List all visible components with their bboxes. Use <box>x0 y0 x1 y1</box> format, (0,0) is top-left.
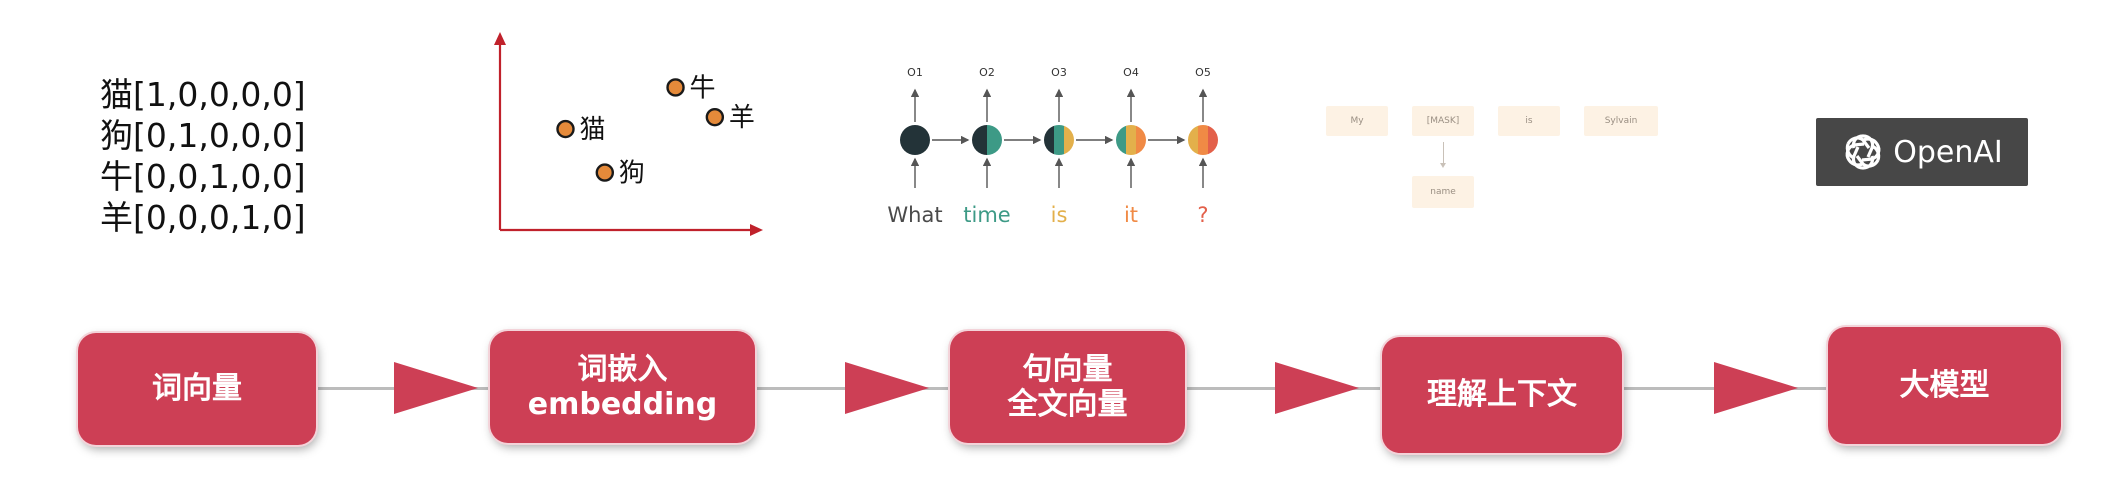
one-hot-vectors: 猫[1,0,0,0,0] 狗[0,1,0,0,0] 牛[0,0,1,0,0] 羊… <box>100 74 306 238</box>
stage-context-understanding: 理解上下文 <box>1382 337 1622 453</box>
flow-arrow-icon <box>1275 362 1359 414</box>
stage-word-embedding: 词嵌入 embedding <box>490 331 755 443</box>
token-chip: is <box>1498 106 1560 136</box>
stage-sentence-vector: 句向量 全文向量 <box>950 331 1185 443</box>
stage-label: 句向量 <box>1022 351 1113 387</box>
rnn-hidden-node <box>1116 125 1146 155</box>
rnn-input-token: it <box>1124 203 1138 227</box>
rnn-hidden-node <box>900 125 930 155</box>
flow-connector <box>1185 387 1275 390</box>
stage-large-model: 大模型 <box>1828 327 2061 444</box>
openai-logo-badge: OpenAI <box>1816 118 2028 186</box>
rnn-output-label: O4 <box>1123 66 1139 79</box>
scatter-point <box>705 107 725 127</box>
prediction-chip: name <box>1412 176 1474 208</box>
scatter-point-label: 猫 <box>580 115 606 145</box>
flow-arrow-icon <box>845 362 929 414</box>
rnn-output-label: O2 <box>979 66 995 79</box>
stage-label: 词向量 <box>152 371 242 407</box>
stage-label: 词嵌入 <box>577 351 668 387</box>
flow-arrow-icon <box>1714 362 1798 414</box>
stage-word-vector: 词向量 <box>78 333 316 445</box>
one-hot-line-dog: 狗[0,1,0,0,0] <box>100 116 306 155</box>
flow-connector <box>318 387 394 390</box>
masked-language-model-panel: My [MASK] is Sylvain name <box>1310 100 1670 220</box>
flow-connector <box>755 387 845 390</box>
rnn-hidden-node <box>1188 125 1218 155</box>
rnn-input-token: is <box>1051 203 1068 227</box>
flow-arrow-icon <box>394 362 478 414</box>
token-chip: My <box>1326 106 1388 136</box>
openai-wordmark: OpenAI <box>1893 134 2003 170</box>
down-arrow-icon <box>1440 142 1446 168</box>
openai-knot-icon <box>1845 134 1881 170</box>
rnn-hidden-node <box>972 125 1002 155</box>
rnn-output-label: O5 <box>1195 66 1211 79</box>
stage-label: 全文向量 <box>1007 387 1128 422</box>
token-chip: Sylvain <box>1584 106 1658 136</box>
rnn-input-token: time <box>963 203 1010 227</box>
rnn-hidden-node <box>1044 125 1074 155</box>
rnn-input-token: What <box>887 203 942 227</box>
embedding-scatter-plot: 牛羊 猫狗 <box>494 32 763 236</box>
stage-label: 理解上下文 <box>1427 377 1577 413</box>
scatter-point-label: 牛 <box>690 73 716 103</box>
rnn-input-token: ? <box>1197 203 1208 227</box>
one-hot-line-cow: 牛[0,0,1,0,0] <box>100 157 306 196</box>
rnn-output-label: O3 <box>1051 66 1067 79</box>
stage-label: embedding <box>527 387 718 422</box>
x-axis-arrowhead <box>750 224 763 236</box>
rnn-output-label: O1 <box>907 66 923 79</box>
scatter-point <box>595 163 615 182</box>
one-hot-line-sheep: 羊[0,0,0,1,0] <box>100 198 306 237</box>
y-axis-arrowhead <box>494 32 506 45</box>
scatter-point-label: 羊 <box>729 103 755 133</box>
mask-token-chip: [MASK] <box>1412 106 1474 136</box>
scatter-point <box>666 78 685 97</box>
one-hot-line-cat: 猫[1,0,0,0,0] <box>100 75 306 114</box>
flow-connector <box>1622 387 1714 390</box>
scatter-point <box>556 119 575 139</box>
scatter-point-label: 狗 <box>619 159 645 189</box>
stage-label: 大模型 <box>1899 367 1990 403</box>
